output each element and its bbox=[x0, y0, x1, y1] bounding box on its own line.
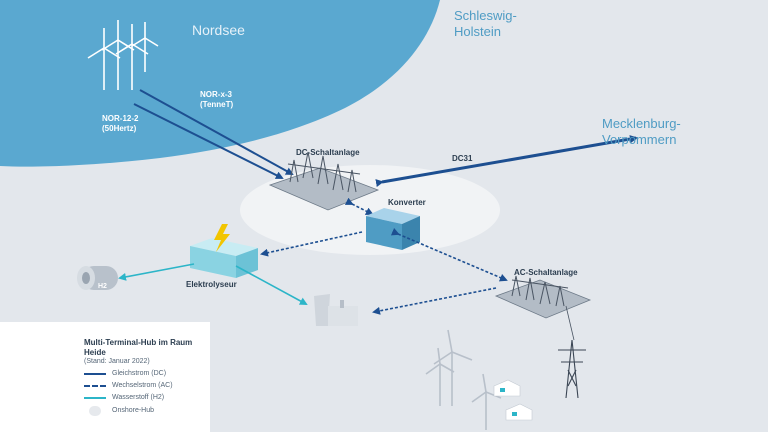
legend-title: Multi-Terminal-Hub im Raum Heide bbox=[84, 338, 193, 357]
ac-link-electrolyser bbox=[260, 231, 363, 257]
ac-switchgear-icon bbox=[494, 275, 592, 319]
region-label-sh-line1: Schleswig- bbox=[454, 8, 517, 23]
electrolyser-label: Elektrolyseur bbox=[186, 280, 237, 289]
region-label-mv-line2: Vorpommern bbox=[602, 132, 677, 147]
onshore-wind-farm bbox=[425, 329, 502, 430]
legend-swatch-dc bbox=[84, 373, 106, 375]
region-label-schleswig-holstein: Schleswig- Holstein bbox=[454, 8, 517, 40]
feed-label-nor-x-3: NOR-x-3 (TenneT) bbox=[200, 90, 233, 110]
legend-swatch-h2 bbox=[84, 397, 106, 399]
legend-item-h2: Wasserstoff (H2) bbox=[84, 392, 164, 404]
legend-item-dc: Gleichstrom (DC) bbox=[84, 368, 166, 380]
power-pylon-icon bbox=[558, 339, 586, 399]
dc-switchgear-label: DC-Schaltanlage bbox=[296, 148, 360, 157]
h2-tank-icon bbox=[77, 266, 118, 290]
legend-subtitle: (Stand: Januar 2022) bbox=[84, 358, 150, 365]
feed-label-nor-12-2-line2: (50Hertz) bbox=[102, 124, 137, 133]
legend-swatch-hub bbox=[89, 406, 101, 416]
feed-label-nor-12-2-line1: NOR-12-2 bbox=[102, 114, 139, 123]
region-label-mv-line1: Mecklenburg- bbox=[602, 116, 681, 131]
converter-icon bbox=[366, 208, 420, 250]
legend-label-hub: Onshore-Hub bbox=[112, 407, 155, 414]
offshore-wind-farm bbox=[87, 20, 159, 90]
ac-link-from-switchgear bbox=[372, 287, 497, 315]
nor-12-2-cable bbox=[133, 103, 284, 179]
h2-line-tank bbox=[118, 263, 195, 281]
legend-label-ac: Wechselstrom (AC) bbox=[112, 382, 173, 389]
h2-line-plant bbox=[235, 265, 308, 305]
legend-item-ac: Wechselstrom (AC) bbox=[84, 380, 173, 392]
legend-panel bbox=[0, 322, 210, 432]
dc31-label: DC31 bbox=[452, 154, 473, 163]
h2-tank-label: H2 bbox=[98, 283, 107, 290]
region-label-sh-line2: Holstein bbox=[454, 24, 501, 39]
lightning-icon bbox=[214, 224, 230, 252]
dc31-cable bbox=[375, 135, 638, 187]
feed-label-nor-x-3-line1: NOR-x-3 bbox=[200, 90, 233, 99]
nor-x-3-cable bbox=[139, 89, 294, 175]
legend-swatch-ac bbox=[84, 385, 106, 387]
sea-area bbox=[0, 0, 440, 167]
dc-converter-link bbox=[344, 197, 374, 215]
ac-switchgear-label: AC-Schaltanlage bbox=[514, 268, 578, 277]
converter-label: Konverter bbox=[388, 198, 426, 207]
industrial-plant-icon bbox=[314, 294, 358, 326]
legend-label-h2: Wasserstoff (H2) bbox=[112, 394, 165, 401]
electrolyser-icon bbox=[190, 238, 258, 278]
legend-label-dc: Gleichstrom (DC) bbox=[112, 370, 167, 377]
ac-transmission-line bbox=[565, 305, 575, 341]
legend-item-hub: Onshore-Hub bbox=[84, 405, 154, 417]
houses-icon bbox=[493, 379, 533, 421]
sea-label: Nordsee bbox=[192, 22, 245, 38]
region-label-mecklenburg-vorpommern: Mecklenburg- Vorpommern bbox=[602, 116, 681, 148]
feed-label-nor-12-2: NOR-12-2 (50Hertz) bbox=[102, 114, 138, 134]
ac-link-to-switchgear bbox=[390, 227, 508, 282]
feed-label-nor-x-3-line2: (TenneT) bbox=[200, 100, 234, 109]
